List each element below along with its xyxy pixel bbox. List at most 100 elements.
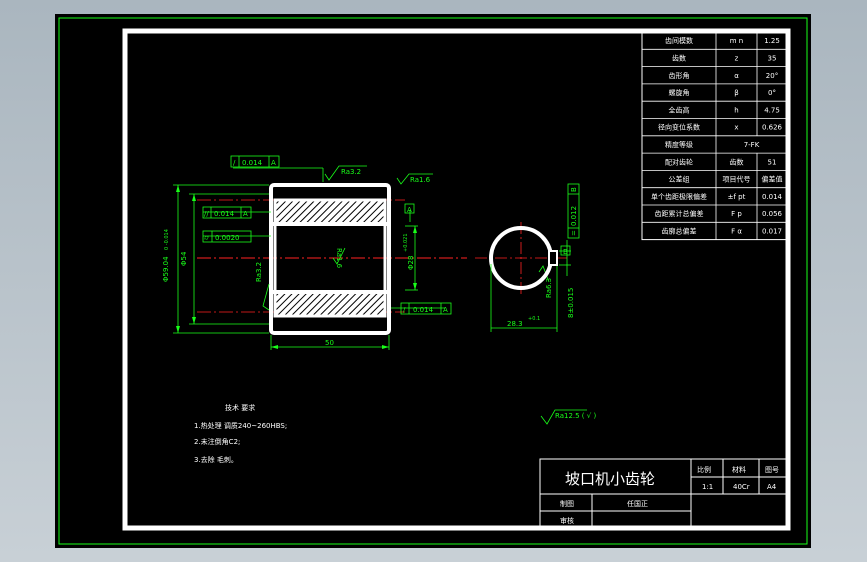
param-value: 偏差值: [762, 175, 783, 184]
param-merged-value: 7-FK: [744, 141, 760, 149]
param-name: 精度等级: [665, 140, 693, 149]
param-name: 全齿高: [669, 105, 690, 114]
fcf-top-value: 0.014: [242, 159, 263, 167]
param-name: 齿间模数: [665, 36, 693, 45]
ra-top-1: Ra3.2: [341, 168, 361, 176]
param-symbol: z: [735, 54, 739, 62]
param-value: 0.626: [762, 124, 783, 132]
param-value: 0°: [768, 89, 776, 97]
drawing-canvas: 齿间模数 m n 1.25 齿数 z 35 齿形角 α 20° 螺旋角 β 0° 全齿高 h 4.75 径向变…: [58, 17, 808, 545]
param-symbol: β: [734, 89, 738, 97]
fcf-right-value: 0.012: [570, 206, 578, 226]
dim-keyway-height-tol: +0.1: [528, 316, 540, 322]
param-value: 4.75: [764, 106, 780, 114]
fcf-top: / 0.014 A: [230, 155, 280, 168]
roughness-symbols: [262, 165, 587, 425]
drawing-frame: [122, 28, 791, 531]
ra-top-2: Ra1.6: [410, 176, 431, 184]
param-name: 配对齿轮: [665, 157, 693, 166]
param-symbol: x: [734, 124, 738, 132]
param-symbol: 齿数: [730, 157, 744, 166]
dim-outer-diameter: Φ59.04: [162, 256, 170, 282]
param-symbol: m n: [730, 37, 743, 45]
gear-end-view: [475, 222, 567, 296]
drawn-label: 制图: [560, 499, 574, 508]
dimension-arrows: [176, 185, 417, 349]
fcf-left-1: // 0.014 A: [202, 206, 252, 219]
ra-bore: Ra1.6: [335, 248, 343, 269]
fcf-left2-value: 0.0020: [215, 234, 240, 242]
scale-value: 1:1: [702, 483, 713, 491]
param-value: 51: [768, 158, 777, 166]
param-value: 0.014: [762, 193, 783, 201]
param-name: 公差组: [669, 175, 690, 184]
section-hatch-top: [273, 198, 387, 226]
param-name: 螺旋角: [669, 88, 690, 97]
fcf-right: B 0.012 =: [567, 183, 580, 239]
general-finish-note: Ra12.5 ( √ ): [555, 412, 596, 420]
dim-outer-diameter-tol: 0 -0.014: [164, 229, 170, 250]
datum-a-label: A: [407, 206, 412, 214]
drawing-sheet: 齿间模数 m n 1.25 齿数 z 35 齿形角 α 20° 螺旋角 β 0° 全齿高 h 4.75 径向变…: [55, 14, 811, 548]
fcf-bottom-value: 0.014: [413, 306, 434, 314]
scale-label: 比例: [697, 465, 711, 474]
param-symbol: F α: [731, 227, 742, 235]
dim-bore-diameter: Φ28: [407, 256, 415, 270]
dim-bore-tol: +0.021: [403, 233, 409, 252]
part-name: 坡口机小齿轮: [565, 470, 655, 488]
title-block: [539, 458, 787, 527]
datum-b-label: B: [563, 248, 568, 256]
material-value: 40Cr: [733, 483, 750, 491]
fcf-left1-value: 0.014: [214, 210, 235, 218]
tech-req-item-3: 3.去除 毛刺。: [194, 455, 238, 464]
param-symbol: h: [734, 106, 738, 114]
dim-length: 50: [325, 339, 334, 347]
fcf-left1-datum: A: [243, 210, 248, 218]
ra-hub: Ra3.2: [255, 262, 263, 282]
tech-req-title: 技术 要求: [225, 403, 255, 412]
sheet-no-value: A4: [767, 483, 777, 491]
param-name: 齿廓总偏差: [662, 226, 697, 235]
param-name: 单个齿距极限偏差: [651, 192, 707, 201]
fcf-bottom-datum: A: [443, 306, 448, 314]
fcf-left-2: ⌭ 0.0020: [202, 230, 252, 243]
fcf-top-datum: A: [271, 159, 276, 167]
datum-a-box: [404, 203, 415, 214]
param-symbol: α: [734, 72, 739, 80]
param-symbol: F p: [731, 210, 742, 218]
sheet-border: [58, 17, 808, 545]
dim-keyway-width: 8±0.015: [567, 288, 575, 318]
end-view-dimension-lines: [490, 240, 571, 332]
fcf-bottom-symbol: /: [403, 306, 406, 314]
section-dimension-lines: [173, 167, 445, 350]
param-symbol: ±f pt: [728, 193, 746, 201]
section-hatch-bottom: [273, 290, 387, 318]
param-name: 齿距累计总偏差: [655, 209, 704, 218]
param-value: 35: [768, 54, 777, 62]
sheet-label: 图号: [765, 466, 779, 474]
checked-label: 审核: [560, 516, 574, 525]
tech-req-item-2: 2.未注倒角C2;: [194, 437, 240, 446]
param-value: 20°: [766, 72, 778, 80]
ra-key: Ra6.3: [545, 278, 553, 298]
param-name: 齿数: [672, 53, 686, 62]
param-symbol: 项目代号: [723, 175, 751, 184]
dim-keyway-height: 28.3: [507, 320, 523, 328]
gear-section-view: [197, 183, 467, 335]
param-value: 0.056: [762, 210, 783, 218]
fcf-top-symbol: /: [233, 159, 236, 167]
tech-req-item-1: 1.热处理 调质240~260HBS;: [194, 421, 287, 430]
dim-hub-diameter: Φ54: [180, 251, 188, 266]
gear-parameter-table: 齿间模数 m n 1.25 齿数 z 35 齿形角 α 20° 螺旋角 β 0° 全齿高 h 4.75 径向变…: [641, 31, 788, 241]
param-value: 0.017: [762, 227, 782, 235]
param-name: 齿形角: [669, 71, 690, 80]
param-name: 径向变位系数: [658, 123, 700, 132]
gear-outline: [269, 183, 391, 335]
fcf-right-datum: B: [570, 187, 578, 192]
param-value: 1.25: [764, 37, 780, 45]
fcf-left1-symbol: //: [204, 210, 209, 218]
drawn-by: 任国正: [627, 499, 648, 508]
fcf-bottom: / 0.014 A: [400, 302, 452, 315]
fcf-right-symbol: =: [570, 230, 578, 236]
